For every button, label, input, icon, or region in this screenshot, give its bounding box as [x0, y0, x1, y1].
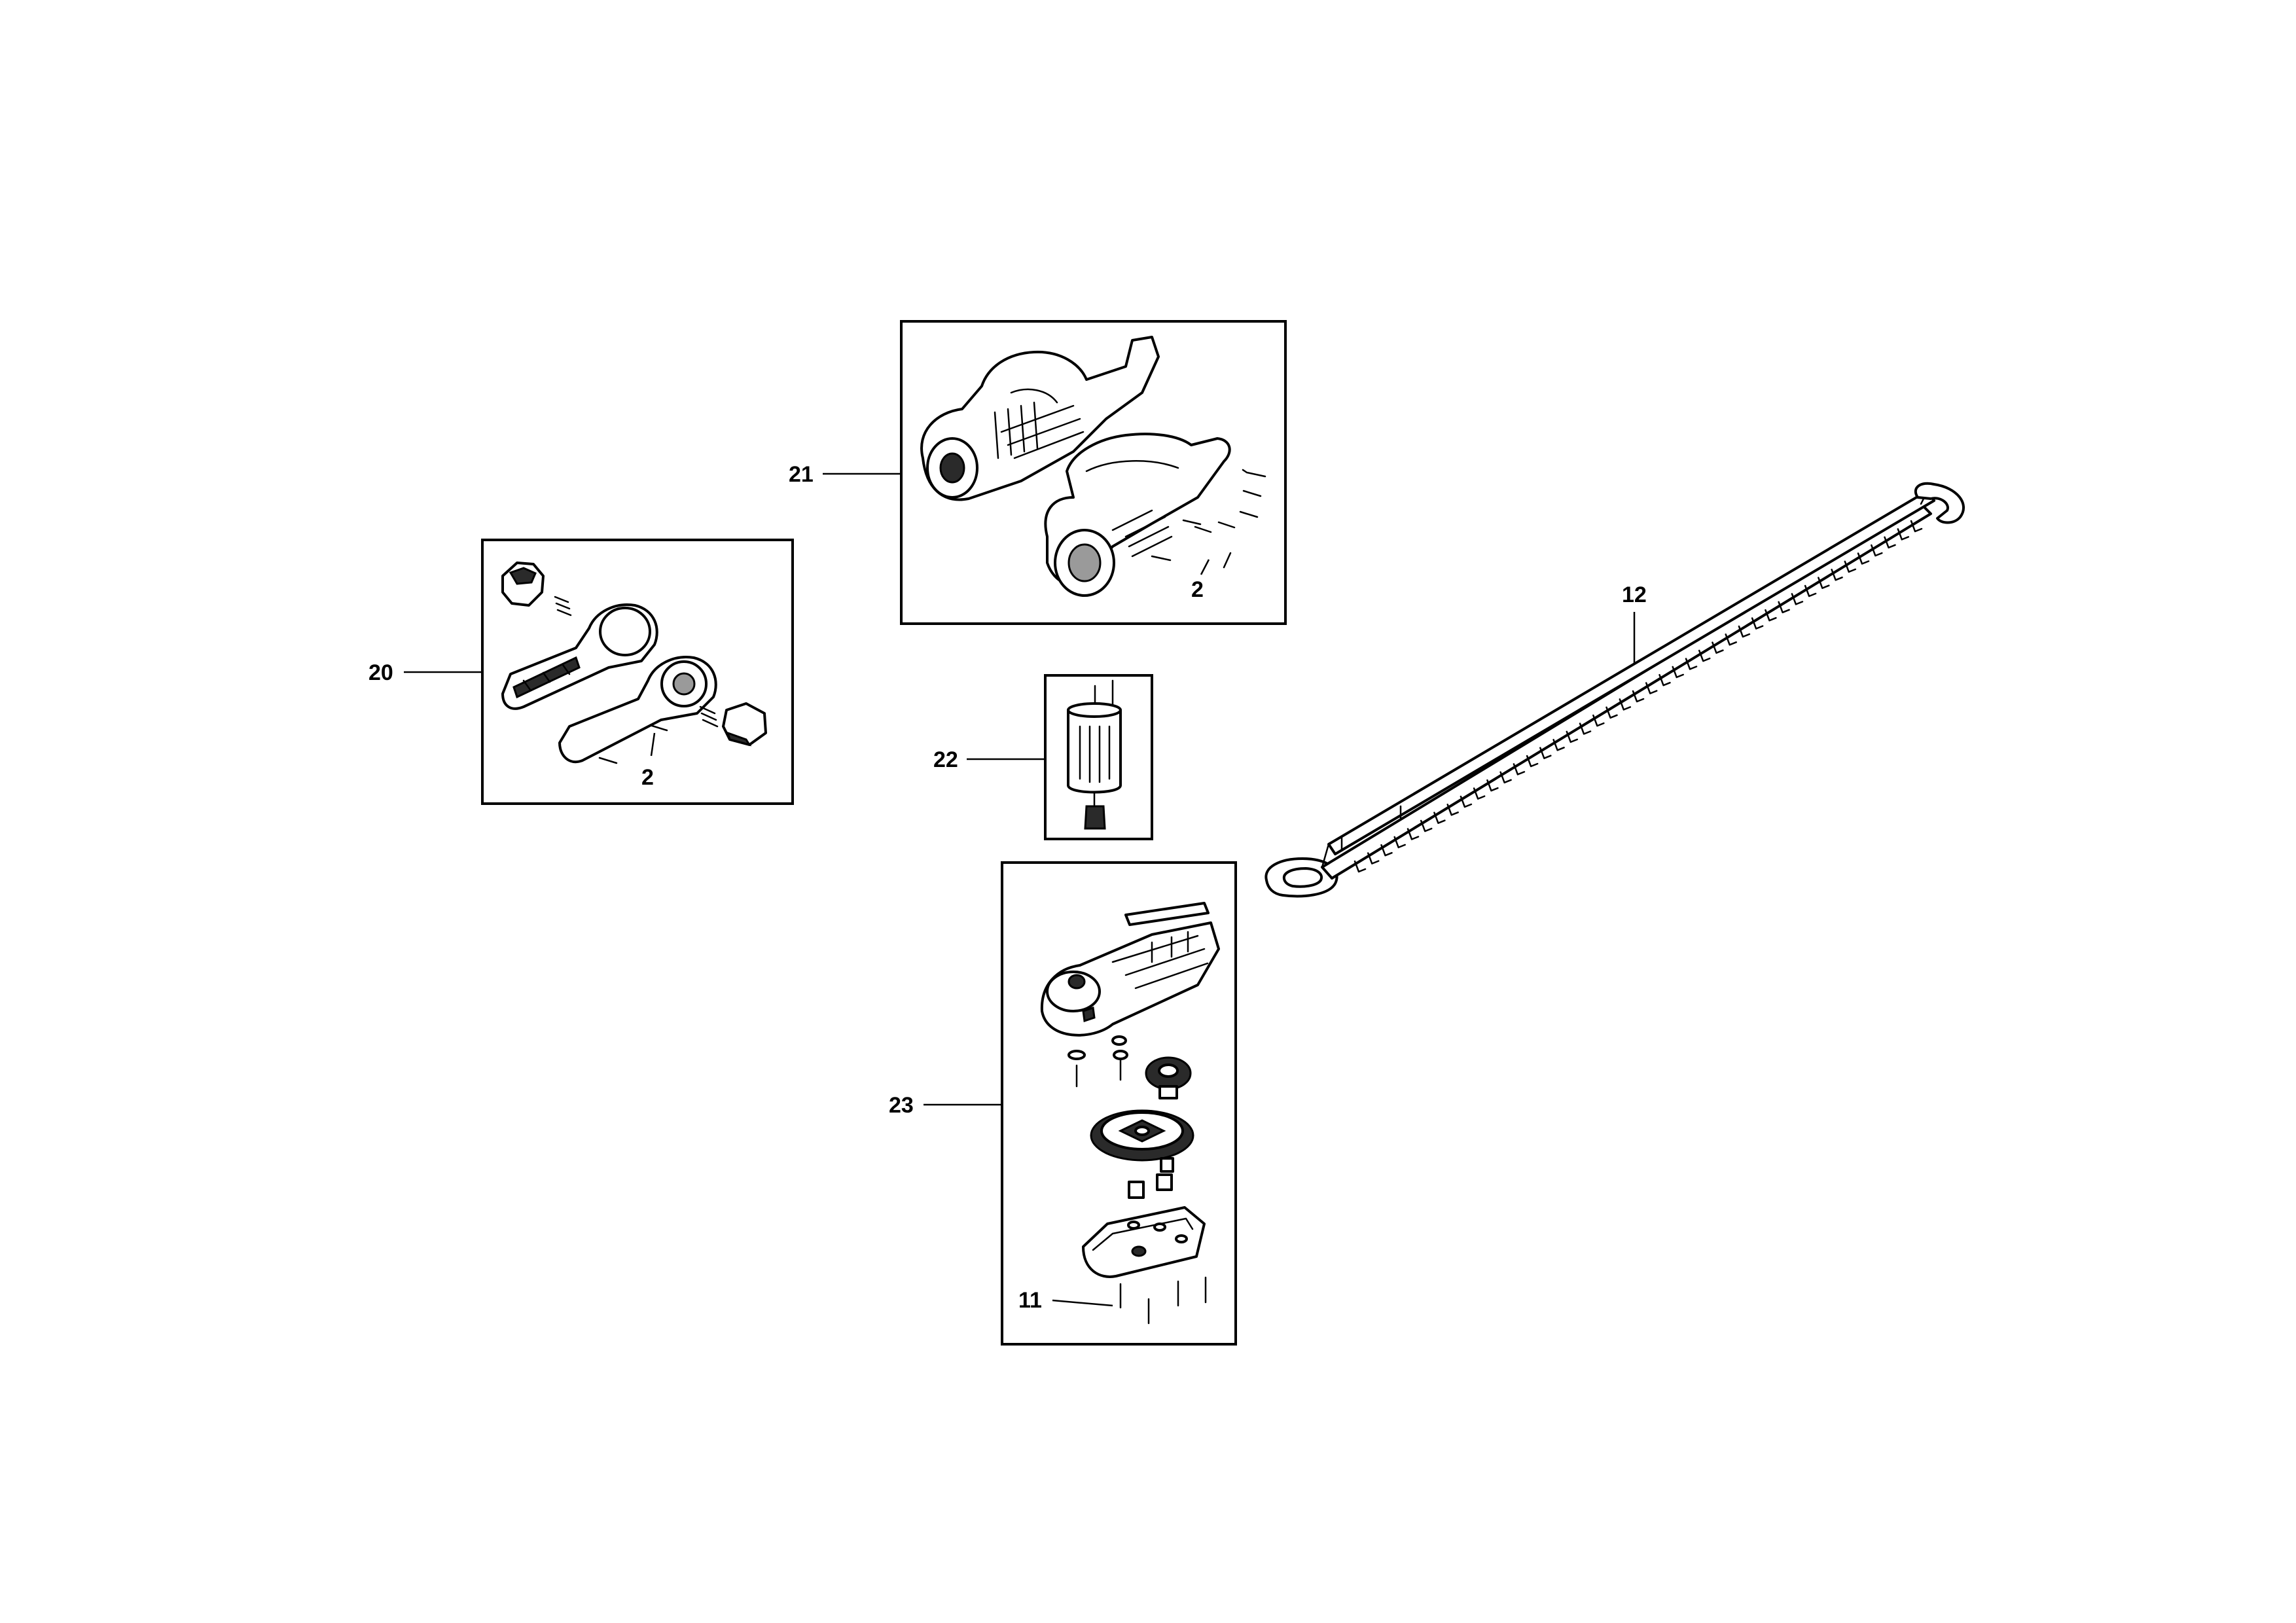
screw-set-23-icon	[1119, 1276, 1207, 1325]
leader-11	[1052, 1299, 1113, 1307]
housing-half-rear-icon	[920, 336, 1160, 501]
washer-pin-set-icon	[1067, 1035, 1128, 1088]
main-gear-icon	[1090, 1109, 1194, 1162]
leader-2b	[650, 732, 656, 757]
leader-2a	[1200, 559, 1210, 575]
callout-2b: 2	[641, 765, 654, 790]
callout-12: 12	[1622, 582, 1647, 607]
handle-half-lower-icon	[558, 656, 717, 763]
motor-icon	[1067, 679, 1122, 830]
callout-21: 21	[789, 462, 814, 487]
group-22-frame	[1044, 674, 1153, 840]
group-22-motor: 22	[933, 674, 1153, 840]
hedge-blade-icon	[1265, 482, 1965, 898]
part-12-cutting-blade: 12	[1265, 482, 1965, 898]
group-21-frame	[900, 320, 1287, 625]
group-23-gearbox: 23	[889, 861, 1237, 1346]
gear-cover-icon	[1082, 1206, 1206, 1278]
callout-2a: 2	[1191, 577, 1204, 602]
group-20-side-handle: 20 2	[368, 539, 794, 805]
gear-housing-icon	[1040, 921, 1220, 1037]
knob-lower-icon	[699, 702, 767, 747]
guide-plate-icon	[1124, 902, 1210, 926]
pinion-gear-icon	[1145, 1056, 1192, 1099]
callout-23: 23	[889, 1093, 914, 1118]
knob-upper-icon	[501, 562, 572, 616]
screw-set-20-icon	[598, 724, 668, 764]
group-21-handle-housing: 21 2	[789, 320, 1287, 625]
housing-half-front-icon	[1044, 433, 1231, 597]
group-23-frame	[1001, 861, 1237, 1346]
screw-set-21-icon	[1151, 469, 1266, 569]
callout-20: 20	[368, 660, 393, 685]
callout-11: 11	[1018, 1288, 1042, 1313]
bushing-set-icon	[1128, 1157, 1174, 1199]
handle-half-upper-icon	[501, 603, 658, 710]
callout-22: 22	[933, 747, 958, 772]
